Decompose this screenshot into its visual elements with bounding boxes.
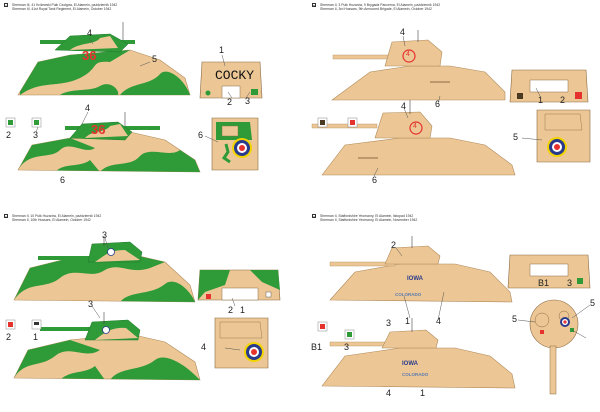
panel-d-tank-top [329,236,513,303]
callout-c-6: 1 [33,332,39,342]
panel-letter-d: D [312,214,316,219]
callout-d-8: 5 [590,298,596,308]
panel-b-number-bottom: 4 [413,123,417,130]
callout-b-5: 6 [435,99,441,109]
callout-d-9: B1 [538,278,550,288]
panel-b-rear-sign-right [575,92,582,99]
callout-b-6: 5 [513,132,519,142]
panel-d-rear-plate [507,254,591,289]
panel-a-tank-name: COCKY [215,68,255,83]
panel-a-hull-front [211,117,259,171]
callout-a-8: 3 [33,130,39,140]
panel-b-tank-top [331,30,506,101]
panel-d-name-iowa-top: IOWA [407,276,423,282]
caption-b-line-2: Sherman II, 3rd Hussars, 9th Armoured Br… [320,7,432,11]
panel-d-tank-bottom [321,318,516,389]
panel-d-rear-sign [577,278,583,284]
panel-d-turret-roundel [560,317,570,327]
panel-d-name-colorado-top: COLORADO [395,292,422,297]
panel-b-turret-circle-bottom [409,121,423,135]
callout-a-5: 3 [245,96,251,106]
caption-d-line-2: Sherman II, Staffordshire Yeomanry, El A… [320,218,418,222]
callout-d-11: 4 [386,388,392,398]
callout-b-7: 6 [372,175,378,185]
panel-a-tank-bottom [17,112,201,173]
panel-b-number-top: 4 [406,51,410,58]
caption-c-line-1: Sherman II, 10 Pułk Huzarów, El Alamein,… [11,214,102,218]
callout-c-3: 2 [228,305,234,315]
panel-letter-c: C [4,214,8,219]
callout-a-9: 6 [198,130,204,140]
callout-d-12: 1 [420,388,426,398]
panel-a-number-bottom: 36 [91,122,106,137]
panel-a-rear-sign [251,89,258,95]
panel-c-rear-plate [197,269,281,301]
panel-letter-a: A [4,3,8,8]
caption-a-line-2: Sherman III, 41st Royal Tank Regiment, E… [12,7,112,11]
panel-c-rear-sign-right [265,291,272,298]
callout-b-3: 2 [560,95,566,105]
callout-d-3: 4 [436,316,442,326]
caption-c: C Sherman II, 10 Pułk Huzarów, El Alamei… [4,214,101,222]
panel-d-name-iowa-bottom: IOWA [402,361,418,367]
caption-c-line-2: Sherman II, 10th Hussars, El Alamein, Oc… [12,218,91,222]
panel-c-tank-bottom [13,312,201,381]
panel-a-rear-plate [199,61,263,99]
callout-d-2: 1 [405,316,411,326]
panel-a-roundel [232,138,252,158]
panel-c-tank-top [13,236,196,303]
panel-b-rear-plate [509,69,589,103]
callout-a-2: 5 [152,54,158,64]
callout-c-4: 1 [240,305,246,315]
panel-letter-b: B [312,3,316,8]
caption-b-line-1: Sherman II, 3 Pułk Huzarów, 9 Brygada Pa… [319,3,441,7]
panel-d-name-colorado-bottom: COLORADO [402,372,429,377]
caption-d-line-1: Sherman II, Staffordshire Yeomanry, El A… [319,214,414,218]
callout-d-1: 2 [391,240,397,250]
callout-c-1: 3 [102,230,108,240]
panel-b-roundel [547,137,567,157]
callout-d-5: 3 [344,342,350,352]
panel-a-hull-top [17,49,191,96]
panel-a-rear-green-dot [205,90,211,96]
callout-d-4: B1 [311,342,323,352]
callout-a-6: 4 [85,103,91,113]
panel-c-turret-roundel-bottom [102,326,110,334]
panel-a-number-top: 36 [82,48,97,63]
panel-b-turret-circle-top [402,49,416,63]
callout-c-7: 4 [201,342,207,352]
panel-c-rear-sign-left [206,294,211,299]
caption-a: A Sherman III, 41 Królewski Pułk Czołgów… [4,3,117,11]
panel-a-tank-top [17,22,191,96]
panel-c-roundel [244,342,264,362]
panel-d-gun-barrel-top-view [549,345,557,395]
caption-b: B Sherman II, 3 Pułk Huzarów, 9 Brygada … [312,3,440,11]
callout-a-1: 4 [87,28,93,38]
callout-a-3: 1 [219,45,225,55]
panel-d-turret-top-view [529,299,579,395]
callout-d-10: 3 [567,278,573,288]
callout-b-4: 4 [401,101,407,111]
panel-b-tank-bottom [311,100,516,176]
panel-c-hull-front [214,317,269,369]
callout-a-4: 2 [227,97,233,107]
panel-b-rear-sign-left [517,93,523,99]
leader-lines [35,35,591,351]
callout-b-2: 1 [538,95,544,105]
callout-a-10: 6 [60,175,66,185]
caption-a-line-1: Sherman III, 41 Królewski Pułk Czołgów, … [11,3,118,7]
callout-d-7: 5 [512,314,518,324]
caption-d: D Sherman II, Staffordshire Yeomanry, El… [312,214,417,222]
callout-d-6: 3 [386,318,392,328]
callout-b-1: 4 [400,27,406,37]
panel-b-hull-front [536,109,591,163]
callout-c-5: 2 [6,332,12,342]
callout-a-7: 2 [6,130,12,140]
panel-c-turret-roundel-top [107,248,115,256]
callout-c-2: 3 [88,299,94,309]
